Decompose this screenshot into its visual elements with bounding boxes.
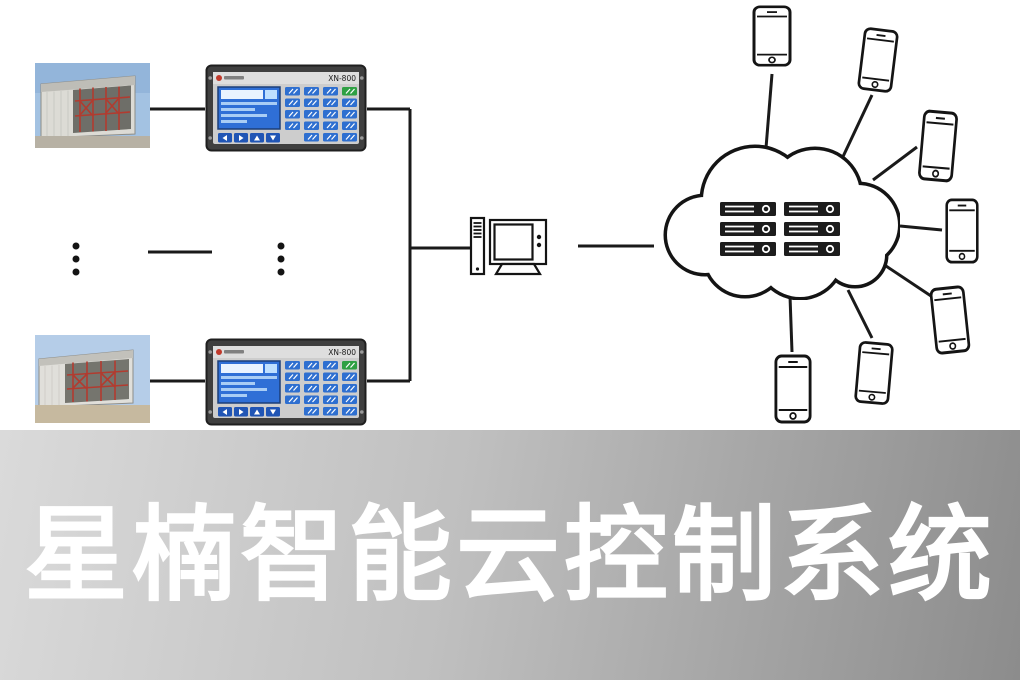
line-cloud-phone-3: [872, 145, 918, 182]
ground: [35, 405, 150, 423]
server-unit-5: [719, 241, 777, 257]
phone-5: [929, 284, 972, 356]
scaffolding: [66, 360, 129, 402]
smartphone-icon: [774, 354, 812, 424]
roof: [39, 350, 133, 366]
server-unit-2: [783, 201, 841, 217]
monitoring-computer: [468, 212, 560, 284]
controller-model-label: XN-800: [328, 348, 356, 357]
server-unit-3: [719, 221, 777, 237]
line-cloud-phone-7: [788, 295, 794, 353]
line-cloud-phone-4: [899, 224, 943, 232]
roof: [41, 76, 135, 92]
greenhouse-photo-icon: [35, 63, 150, 148]
more-units-ellipsis: [72, 242, 285, 276]
smartphone-icon: [917, 109, 959, 183]
site-photo-1: [35, 63, 150, 148]
monitor-led-2: [536, 242, 542, 248]
line-cloud-phone-2: [838, 94, 874, 164]
smartphone-icon: [929, 284, 971, 356]
smartphone-icon: [752, 5, 792, 67]
server-unit-6: [783, 241, 841, 257]
phone-1: [752, 5, 792, 67]
controller-1: XN-800: [205, 64, 367, 152]
scaffolding: [74, 86, 131, 132]
phone-6: [853, 337, 895, 410]
controller-2: XN-800: [205, 338, 367, 426]
server-unit-4: [783, 221, 841, 237]
ground: [35, 136, 150, 148]
controller-model-label: XN-800: [328, 74, 356, 83]
monitor-led-1: [536, 234, 542, 240]
corrugation: [46, 90, 69, 137]
title-banner: 星楠智能云控制系统: [0, 430, 1020, 680]
phone-7: [774, 354, 812, 424]
tower-slots: [473, 222, 482, 238]
controller-panel-icon: XN-800: [205, 64, 367, 152]
desktop-computer-icon: [469, 216, 548, 276]
line-cloud-phone-1: [764, 73, 774, 149]
line-cloud-phone-5: [885, 264, 935, 300]
corrugation: [44, 365, 60, 406]
cloud-server: [660, 140, 902, 301]
phone-4: [945, 198, 979, 264]
power-button: [475, 267, 480, 271]
opening: [73, 85, 131, 133]
cloud-icon: [663, 144, 902, 301]
phone-3: [917, 109, 959, 184]
keyboard: [494, 262, 542, 276]
line-cloud-phone-6: [846, 289, 874, 339]
controller-panel-icon: XN-800: [205, 338, 367, 426]
greenhouse-photo-icon: [35, 335, 150, 423]
server-unit-1: [719, 201, 777, 217]
smartphone-icon: [945, 198, 979, 264]
site-photo-2: [35, 335, 150, 423]
smartphone-icon: [853, 340, 895, 406]
opening: [65, 359, 129, 403]
monitor-screen: [493, 223, 534, 261]
system-title: 星楠智能云控制系统: [23, 494, 996, 616]
pc-tower: [469, 216, 486, 276]
